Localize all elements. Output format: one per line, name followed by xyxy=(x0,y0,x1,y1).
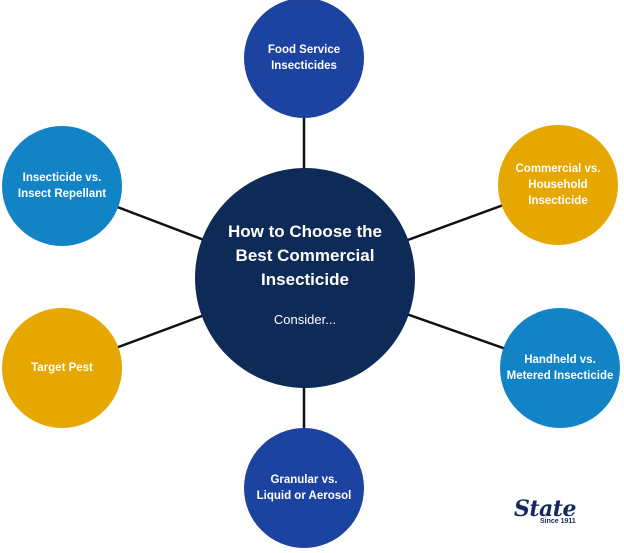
node-handheld-vs-metered: Handheld vs. Metered Insecticide xyxy=(500,308,620,428)
node-insecticide-vs-repellant: Insecticide vs. Insect Repellant xyxy=(2,126,122,246)
node-label: Insecticide vs. Insect Repellant xyxy=(17,172,107,200)
logo-tagline: Since 1911 xyxy=(540,518,576,525)
node-granular-vs-liquid: Granular vs. Liquid or Aerosol xyxy=(244,428,364,548)
central-topic-circle: How to Choose the Best Commercial Insect… xyxy=(195,168,415,388)
state-logo: State Since 1911 xyxy=(506,494,586,530)
node-target-pest: Target Pest xyxy=(2,308,122,428)
node-label: Granular vs. Liquid or Aerosol xyxy=(256,474,352,502)
node-food-service-insecticides: Food Service Insecticides xyxy=(244,0,364,118)
node-label: Commercial vs. Household Insecticide xyxy=(515,163,601,207)
logo-brand-name: State xyxy=(514,496,576,522)
node-label: Food Service Insecticides xyxy=(267,44,341,72)
central-topic-title: How to Choose the Best Commercial Insect… xyxy=(228,222,382,289)
node-label: Handheld vs. Metered Insecticide xyxy=(506,354,614,382)
node-label: Target Pest xyxy=(31,362,93,374)
node-commercial-vs-household: Commercial vs. Household Insecticide xyxy=(498,125,618,245)
central-topic-subtitle: Consider... xyxy=(273,312,337,327)
